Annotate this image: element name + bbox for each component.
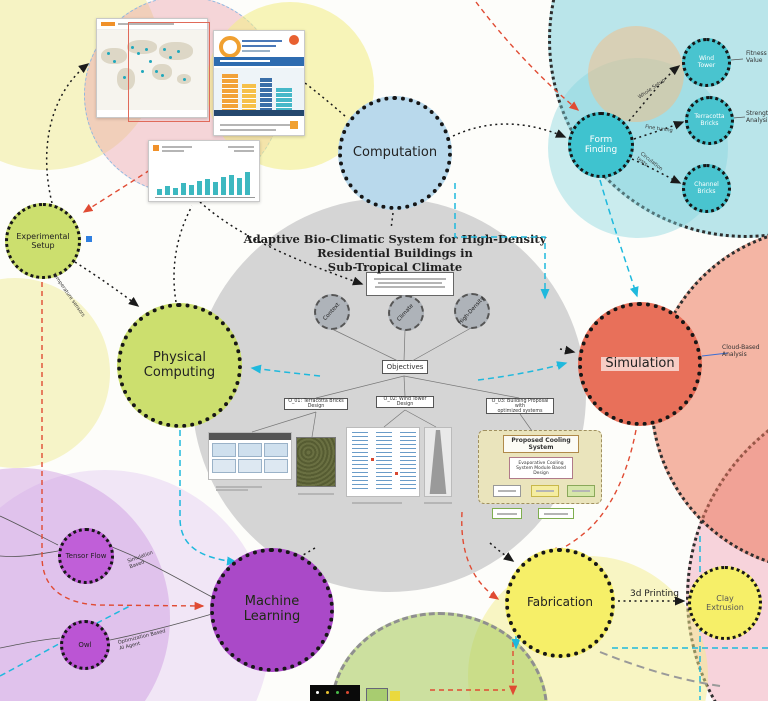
node-fabrication[interactable]: Fabrication bbox=[505, 548, 615, 658]
map-card-logo bbox=[101, 22, 115, 26]
report-logo bbox=[153, 145, 159, 151]
map-data-dot bbox=[113, 60, 116, 63]
map-data-dot bbox=[137, 52, 140, 55]
caption-brick bbox=[298, 491, 334, 496]
node-computation[interactable]: Computation bbox=[338, 96, 452, 210]
infographic-card[interactable] bbox=[213, 30, 305, 136]
label-3d-printing: 3d Printing bbox=[630, 589, 679, 599]
map-data-dot bbox=[141, 70, 144, 73]
proposed-cooling-title: Proposed Cooling System bbox=[503, 435, 579, 453]
map-data-dot bbox=[145, 48, 148, 51]
label-cloud-analysis: Cloud-Based Analysis bbox=[722, 344, 760, 359]
map-landmass bbox=[117, 68, 135, 90]
map-data-dot bbox=[163, 48, 166, 51]
report-bar bbox=[197, 181, 202, 195]
map-data-dot bbox=[161, 74, 164, 77]
diagram-title: Adaptive Bio-Climatic System for High-De… bbox=[243, 232, 547, 274]
report-bar bbox=[181, 183, 186, 195]
brick-texture-image bbox=[296, 437, 336, 487]
map-data-dot bbox=[149, 60, 152, 63]
map-highlight-rect bbox=[128, 22, 210, 122]
node-terracotta-bricks[interactable]: Terracotta Bricks bbox=[685, 96, 734, 145]
report-bar bbox=[221, 177, 226, 195]
node-wind-tower[interactable]: Wind Tower bbox=[682, 38, 731, 87]
node-simulation[interactable]: Simulation bbox=[578, 302, 702, 426]
map-data-dot bbox=[177, 50, 180, 53]
report-bar bbox=[245, 172, 250, 195]
node-physical-computing[interactable]: Physical Computing bbox=[117, 303, 242, 428]
map-data-dot bbox=[155, 70, 158, 73]
label-fitness-value: Fitness Value bbox=[746, 50, 767, 65]
stage-circle-climate[interactable]: Climate bbox=[388, 295, 424, 331]
report-bar bbox=[173, 188, 178, 195]
context-map-card[interactable] bbox=[96, 18, 208, 118]
map-landmass bbox=[127, 40, 157, 54]
node-owl[interactable]: Owl bbox=[60, 620, 110, 670]
report-bar bbox=[205, 179, 210, 195]
objective-1-box[interactable]: O_01: Terracotta Bricks Design bbox=[284, 398, 348, 410]
report-bar-chart bbox=[155, 163, 255, 198]
map-data-dot bbox=[131, 46, 134, 49]
objectives-box[interactable]: Objectives bbox=[382, 360, 428, 374]
report-chart-card[interactable] bbox=[148, 140, 260, 202]
map-data-dot bbox=[123, 76, 126, 79]
infographic-sun-icon bbox=[289, 35, 299, 45]
building-sections-image bbox=[346, 427, 420, 497]
node-form-finding[interactable]: Form Finding bbox=[568, 112, 634, 178]
stage-circle-context[interactable]: Context bbox=[314, 294, 350, 330]
node-clay-extrusion[interactable]: Clay Extrusion bbox=[688, 566, 762, 640]
blue-square-marker bbox=[86, 236, 92, 242]
stage-circle-high-density[interactable]: High-Density bbox=[454, 293, 490, 329]
report-bar bbox=[165, 186, 170, 195]
node-machine-learning[interactable]: Machine Learning bbox=[210, 548, 334, 672]
label-strength-analysis: Strength Analysis bbox=[746, 110, 768, 125]
report-bar bbox=[237, 178, 242, 195]
bottom-black-strip bbox=[310, 685, 360, 701]
proposed-cooling-group: Proposed Cooling System Evaporative Cool… bbox=[478, 430, 602, 504]
report-bar bbox=[157, 189, 162, 195]
caption-tower bbox=[424, 500, 452, 505]
report-bar bbox=[229, 175, 234, 195]
cooling-sub-box-2 bbox=[531, 485, 559, 497]
wind-tower-image bbox=[424, 427, 452, 497]
objective-3-box[interactable]: O_03: Building Proposal with optimized s… bbox=[486, 398, 554, 414]
map-landmass bbox=[152, 64, 172, 80]
cooling-sub-box-3 bbox=[567, 485, 595, 497]
objective-2-box[interactable]: O_02: Wind Tower Design bbox=[376, 396, 434, 408]
map-data-dot bbox=[169, 56, 172, 59]
report-bar bbox=[213, 182, 218, 195]
bottom-green-chip bbox=[366, 688, 388, 701]
cooling-green-box-1 bbox=[492, 508, 522, 519]
title-note-box bbox=[366, 272, 454, 296]
report-bar bbox=[189, 185, 194, 195]
node-experimental-setup[interactable]: Experimental Setup bbox=[5, 203, 81, 279]
infographic-donut-icon bbox=[219, 36, 241, 58]
caption-sections bbox=[352, 500, 402, 505]
caption-table bbox=[216, 484, 262, 493]
map-landmass bbox=[159, 42, 193, 60]
state-of-the-art-table bbox=[208, 432, 292, 480]
cooling-green-box-2 bbox=[538, 508, 574, 519]
node-tensor-flow[interactable]: Tensor Flow bbox=[58, 528, 114, 584]
map-data-dot bbox=[183, 78, 186, 81]
bottom-yellow-chip bbox=[390, 691, 400, 701]
infographic-city bbox=[214, 68, 304, 116]
proposed-cooling-sub: Evaporative Cooling System Module Based … bbox=[509, 457, 573, 479]
node-channel-bricks[interactable]: Channel Bricks bbox=[682, 164, 731, 213]
map-data-dot bbox=[107, 52, 110, 55]
world-map bbox=[97, 30, 207, 110]
cooling-sub-box-1 bbox=[493, 485, 521, 497]
